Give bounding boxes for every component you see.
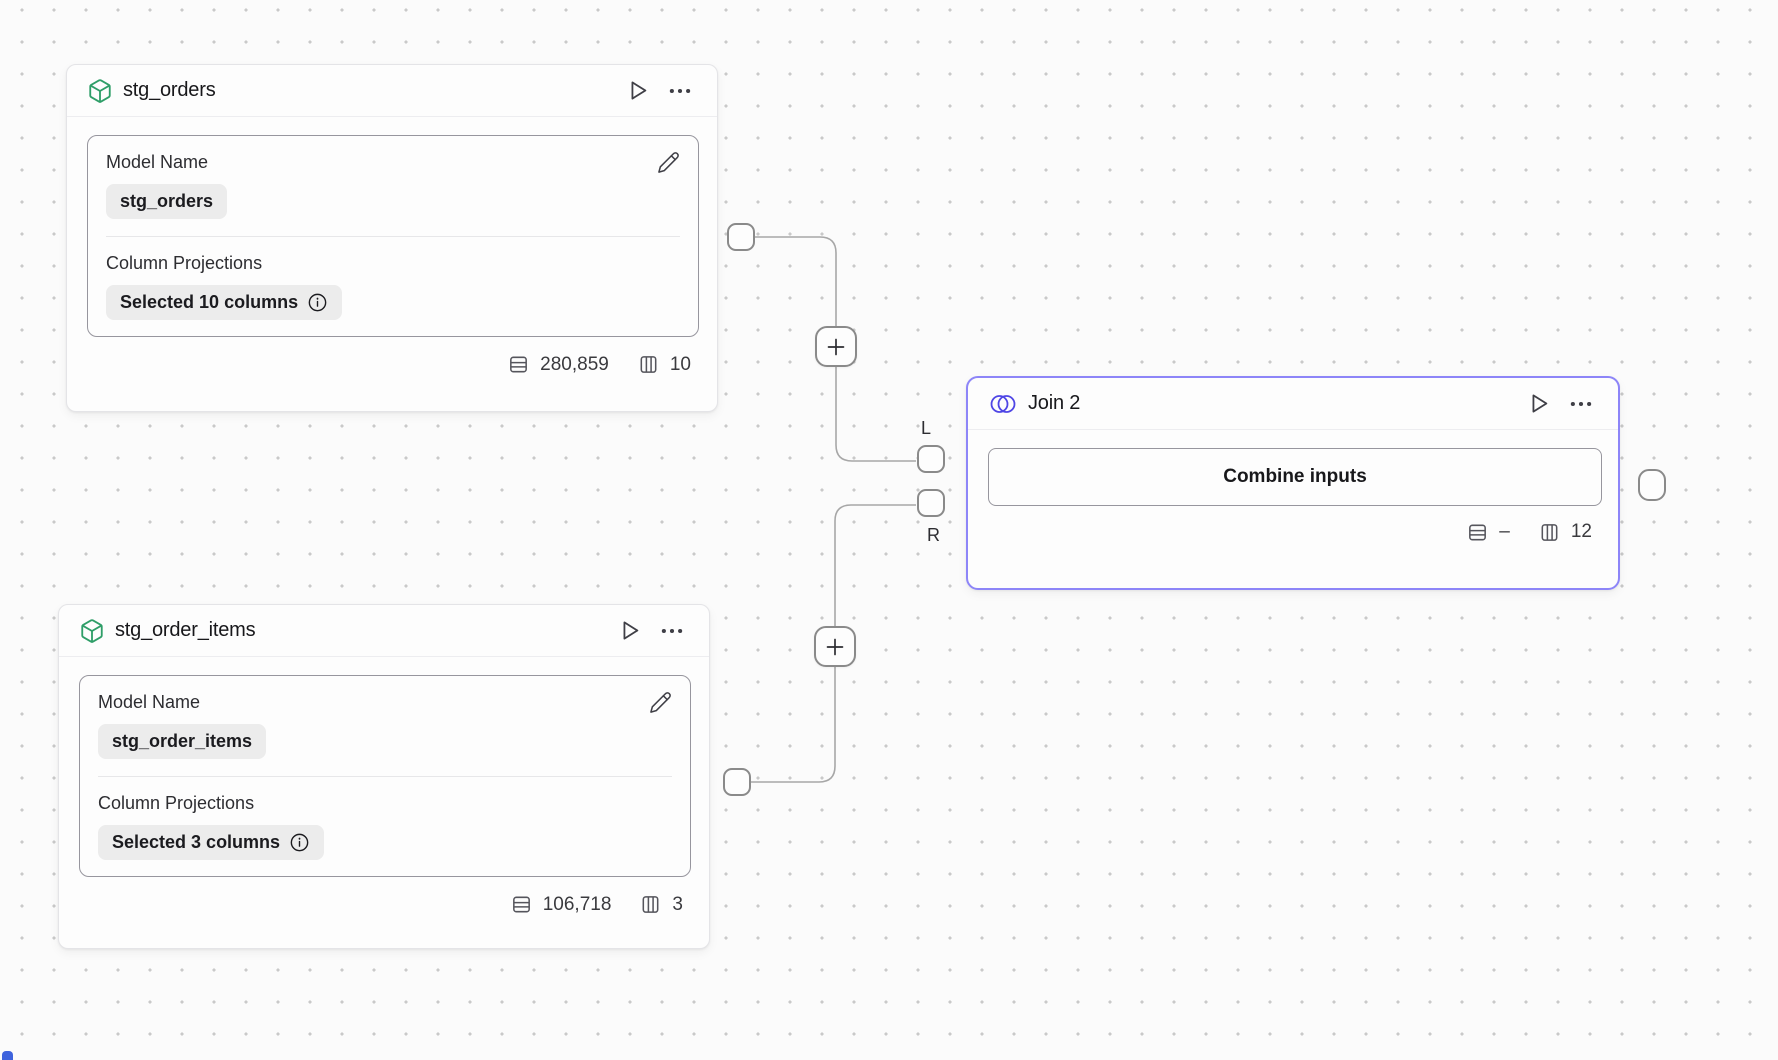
edit-model-name-button[interactable] (657, 151, 680, 174)
venn-icon (988, 394, 1018, 414)
model-name-value[interactable]: stg_orders (106, 184, 228, 219)
node-config-panel: Model Name stg_orders Column Projections… (87, 135, 699, 337)
column-count: 12 (1570, 521, 1592, 542)
table-columns-icon (637, 353, 660, 376)
port-label-left: L (921, 418, 932, 438)
column-count: 10 (669, 353, 691, 375)
node-header: stg_orders (67, 65, 717, 117)
column-projections-value[interactable]: Selected 3 columns (98, 824, 325, 860)
run-node-button[interactable] (616, 617, 643, 644)
cube-icon (79, 618, 105, 644)
port-stg-orders-output[interactable] (727, 223, 755, 251)
ellipsis-icon (667, 78, 693, 104)
row-count: 106,718 (542, 893, 612, 915)
plus-icon (824, 335, 848, 359)
node-join-2[interactable]: Join 2 Combine inputs – 12 (966, 376, 1620, 590)
column-projections-label: Column Projections (106, 253, 263, 273)
port-join-input-left[interactable] (917, 445, 945, 473)
play-icon (1525, 390, 1552, 417)
add-step-on-edge-button-top[interactable] (815, 326, 857, 367)
edit-model-name-button[interactable] (649, 691, 672, 714)
column-count: 3 (672, 893, 683, 915)
play-icon (616, 617, 643, 644)
port-stg-order-items-output[interactable] (723, 768, 751, 796)
info-icon[interactable] (289, 832, 310, 853)
model-name-label: Model Name (98, 692, 201, 712)
node-title: Join 2 (1028, 392, 1081, 414)
pencil-icon (657, 151, 680, 174)
port-join-output[interactable] (1638, 469, 1666, 501)
model-name-label: Model Name (106, 152, 209, 172)
node-body: Model Name stg_order_items Column Projec… (59, 657, 709, 933)
cube-icon (87, 78, 113, 104)
node-body: Model Name stg_orders Column Projections… (67, 117, 717, 393)
node-title: stg_order_items (115, 619, 256, 641)
ellipsis-icon (1568, 391, 1594, 417)
row-count: 280,859 (540, 353, 609, 375)
info-icon[interactable] (307, 292, 328, 313)
node-title: stg_orders (123, 79, 216, 101)
node-stg-orders[interactable]: stg_orders Model Name stg_orders (66, 64, 718, 412)
run-node-button[interactable] (1525, 390, 1552, 417)
row-count: – (1499, 521, 1510, 542)
node-header: Join 2 (968, 378, 1618, 430)
divider (98, 776, 672, 777)
column-projections-text: Selected 10 columns (120, 291, 299, 312)
node-stats: 280,859 10 (87, 337, 699, 393)
table-rows-icon (507, 353, 530, 376)
table-rows-icon (1466, 521, 1489, 544)
node-header: stg_order_items (59, 605, 709, 657)
divider (106, 236, 680, 237)
port-label-right: R (927, 525, 940, 545)
column-projections-value[interactable]: Selected 10 columns (106, 284, 343, 320)
table-columns-icon (639, 893, 662, 916)
play-icon (624, 77, 651, 104)
run-node-button[interactable] (624, 77, 651, 104)
node-stg-order-items[interactable]: stg_order_items Model Name stg_order_ite… (58, 604, 710, 949)
pencil-icon (649, 691, 672, 714)
node-stats: 106,718 3 (79, 877, 691, 933)
plus-icon (823, 635, 847, 659)
table-rows-icon (510, 893, 533, 916)
column-projections-text: Selected 3 columns (112, 831, 281, 852)
port-join-input-right[interactable] (917, 489, 945, 517)
column-projections-label: Column Projections (98, 793, 255, 813)
node-menu-button[interactable] (667, 78, 693, 104)
combine-inputs-button[interactable]: Combine inputs (988, 448, 1602, 506)
node-stats: – 12 (968, 506, 1618, 558)
bottom-left-clipped-button[interactable] (2, 1051, 13, 1060)
node-menu-button[interactable] (659, 618, 685, 644)
ellipsis-icon (659, 618, 685, 644)
table-columns-icon (1538, 521, 1561, 544)
add-step-on-edge-button-bottom[interactable] (814, 626, 856, 667)
node-menu-button[interactable] (1568, 391, 1594, 417)
node-config-panel: Model Name stg_order_items Column Projec… (79, 675, 691, 877)
model-name-value[interactable]: stg_order_items (98, 724, 267, 759)
